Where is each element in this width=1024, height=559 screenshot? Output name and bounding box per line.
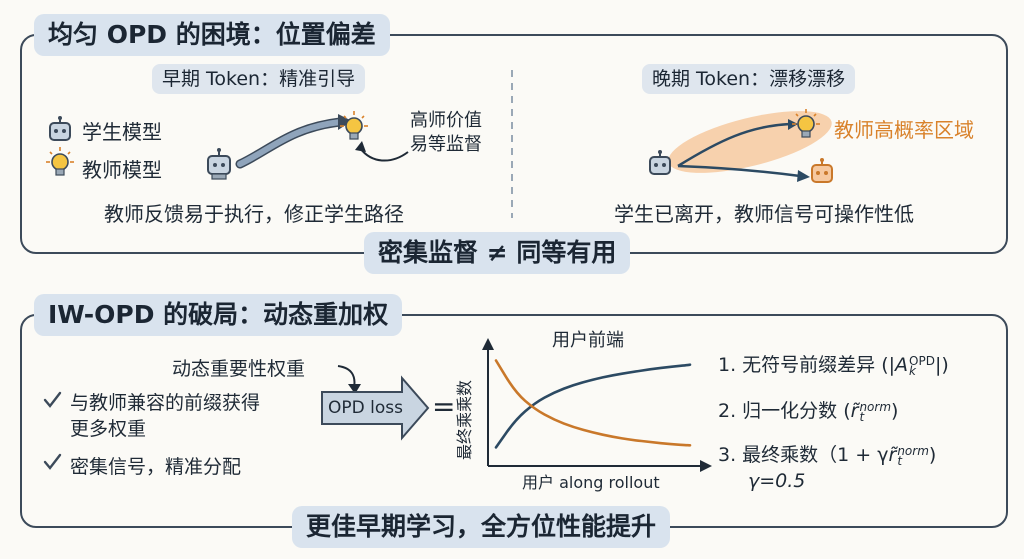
early-caption: 教师反馈易于执行，修正学生路径 bbox=[104, 202, 404, 226]
step-1-sup: OPD bbox=[909, 353, 935, 368]
equals-sign: = bbox=[432, 390, 456, 423]
check-2-label: 密集信号，精准分配 bbox=[70, 456, 242, 478]
annotation-line-2: 易等监督 bbox=[410, 134, 482, 155]
step-3-sub: t bbox=[897, 453, 903, 468]
step-2-math: r̃ bbox=[850, 400, 859, 422]
step-3-tail: ) bbox=[928, 444, 937, 466]
top-panel-footer: 密集监督 ≠ 同等有用 bbox=[364, 232, 631, 274]
step-1-math: |A bbox=[888, 354, 909, 376]
step-3-prefix: 3. 最终乘数（1 + γ bbox=[718, 444, 889, 466]
bottom-panel-title: IW-OPD 的破局：动态重加权 bbox=[34, 294, 403, 336]
early-token-heading: 早期 Token：精准引导 bbox=[152, 64, 366, 94]
teacher-region-label: 教师高概率区域 bbox=[834, 118, 974, 142]
bottom-panel-footer: 更佳早期学习，全方位性能提升 bbox=[292, 506, 671, 548]
opd-loss-label: OPD loss bbox=[328, 398, 403, 418]
top-panel-title: 均匀 OPD 的困境：位置偏差 bbox=[34, 14, 390, 56]
chart-series-line-2 bbox=[494, 359, 692, 447]
step-2-prefix: 2. 归一化分数 ( bbox=[718, 400, 851, 422]
chart-xlabel: 用户 along rollout bbox=[522, 473, 660, 492]
chart-series-line-1 bbox=[494, 363, 692, 449]
annotation-line-1: 高师价值 bbox=[410, 110, 482, 131]
step-3-math: r̃ bbox=[888, 444, 897, 466]
late-caption: 学生已离开，教师信号可操作性低 bbox=[614, 202, 914, 226]
step-1-sub: k bbox=[909, 363, 916, 378]
chart-ylabel: 最终乘乘数 bbox=[455, 380, 474, 460]
step-3-sup: norm bbox=[897, 443, 929, 458]
step-1-tail: |) bbox=[934, 354, 949, 376]
chart-y-axis-arrowhead bbox=[482, 338, 494, 350]
check-1-line-2: 更多权重 bbox=[70, 418, 147, 440]
chart-title: 用户前端 bbox=[552, 330, 624, 351]
step-2-sub: t bbox=[859, 409, 865, 424]
step-2-tail: ) bbox=[891, 400, 899, 422]
step-1-prefix: 1. 无符号前缀差异 ( bbox=[718, 354, 889, 376]
chart-x-axis-arrowhead bbox=[700, 460, 712, 472]
legend-student-label: 学生模型 bbox=[82, 120, 162, 144]
step-2-sup: norm bbox=[859, 399, 892, 414]
late-token-heading: 晚期 Token：漂移漂移 bbox=[642, 64, 856, 94]
gamma-value: γ=0.5 bbox=[748, 470, 806, 492]
weight-label: 动态重要性权重 bbox=[172, 358, 306, 380]
legend-teacher-label: 教师模型 bbox=[82, 158, 162, 182]
check-1-line-1: 与教师兼容的前缀获得 bbox=[70, 392, 261, 414]
